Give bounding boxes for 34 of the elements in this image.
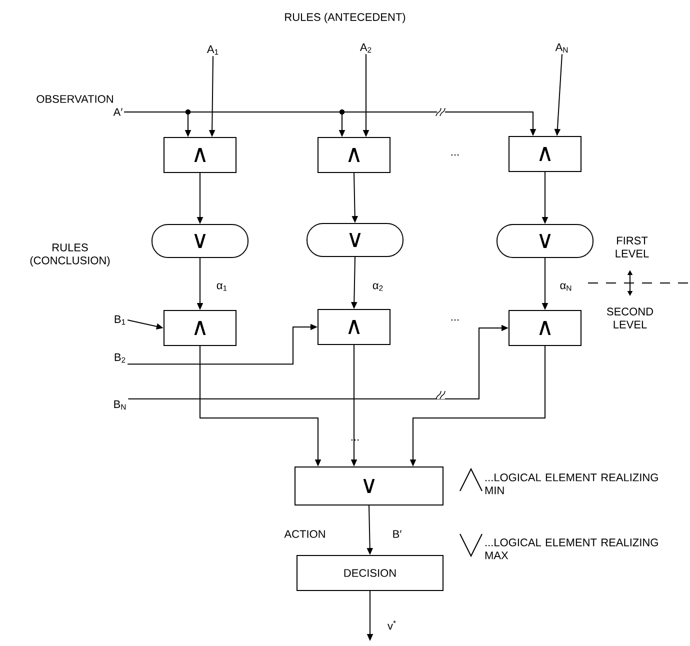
min-element-box: ∧ <box>164 310 236 346</box>
text-label: A$_{N}$ <box>555 43 568 53</box>
max-element-box: ∨ <box>152 224 248 258</box>
max-element-box: ∨ <box>496 224 594 258</box>
edge-label: B′ <box>391 529 403 539</box>
min-element-box: ∧ <box>164 137 236 173</box>
text-label: A′ <box>113 108 122 116</box>
text-label: ... <box>451 319 459 321</box>
legend-text: ...LOGICAL ELEMENT REALIZING MIN <box>485 474 658 494</box>
text-label: ... <box>351 439 359 441</box>
text-label: B$_{N}$ <box>114 400 126 410</box>
edge-label: α$_{2}$ <box>371 282 385 292</box>
max-element-box: ∨ <box>306 223 404 257</box>
min-element-box: ∧ <box>508 136 582 172</box>
edge-label: α$_{N}$ <box>558 282 574 292</box>
edge-label: α$_{1}$ <box>215 282 229 292</box>
text-label: FIRST LEVEL <box>616 236 649 258</box>
min-element-box: ∧ <box>318 309 390 345</box>
text-label: B$_{2}$ <box>114 353 126 363</box>
text-label: RULES (ANTECEDENT) <box>285 12 406 24</box>
legend-text: ...LOGICAL ELEMENT REALIZING MAX <box>485 538 658 560</box>
text-label: RULES (CONCLUSION) <box>30 244 110 266</box>
max-element-box: ∨ <box>294 466 444 506</box>
decision-box: DECISION <box>296 555 444 591</box>
text-label: B$_{1}$ <box>114 315 126 325</box>
text-label: A$_{1}$ <box>206 45 218 55</box>
text-label: SECOND LEVEL <box>606 308 653 328</box>
text-label: OBSERVATION <box>36 95 113 103</box>
edge-label: v$^{*}$ <box>386 619 398 631</box>
text-label: ACTION <box>284 530 325 538</box>
text-label: A$_{2}$ <box>360 43 372 53</box>
text-label: ... <box>451 154 459 156</box>
min-element-box: ∧ <box>318 137 390 173</box>
min-element-box: ∧ <box>508 310 582 346</box>
